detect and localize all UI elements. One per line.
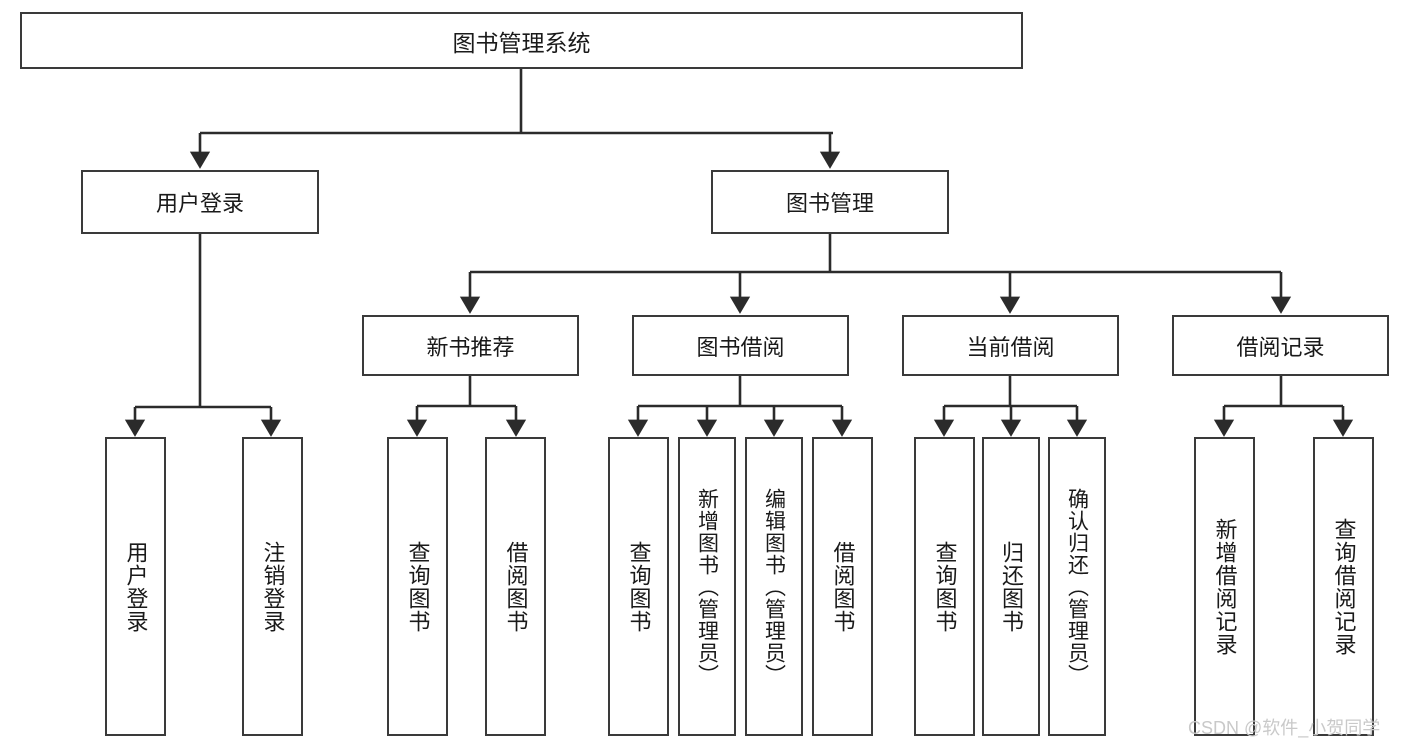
leaf-borrow-book-recommend[interactable]: 借阅图书: [485, 437, 546, 736]
leaf-logout[interactable]: 注销登录: [242, 437, 303, 736]
node-book-borrow-label: 图书借阅: [696, 334, 785, 360]
node-book-management[interactable]: 图书管理: [711, 170, 949, 234]
node-user-login-label: 用户登录: [155, 191, 244, 216]
csdn-watermark: CSDN @软件_小贺同学: [1188, 718, 1381, 738]
leaf-query-borrow-record-label: 查询借阅记录: [1331, 517, 1357, 656]
leaf-confirm-return-admin[interactable]: 确认归还（管理员）: [1048, 437, 1106, 736]
leaf-confirm-return-admin-label: 确认归还（管理员）: [1065, 487, 1089, 686]
leaf-add-book-admin-label: 新增图书（管理员）: [695, 487, 719, 686]
leaf-borrow-book-label: 借阅图书: [830, 540, 856, 633]
leaf-query-borrow-record[interactable]: 查询借阅记录: [1313, 437, 1374, 736]
leaf-query-book-recommend[interactable]: 查询图书: [387, 437, 448, 736]
leaf-query-book-current[interactable]: 查询图书: [914, 437, 975, 736]
node-new-book-recommend-label: 新书推荐: [426, 334, 515, 360]
leaf-user-login[interactable]: 用户登录: [105, 437, 166, 736]
leaf-query-book-borrow[interactable]: 查询图书: [608, 437, 669, 736]
leaf-edit-book-admin[interactable]: 编辑图书（管理员）: [745, 437, 803, 736]
node-root-label: 图书管理系统: [452, 29, 591, 56]
leaf-logout-label: 注销登录: [260, 540, 286, 633]
node-user-login[interactable]: 用户登录: [81, 170, 319, 234]
leaf-query-book-current-label: 查询图书: [932, 540, 958, 633]
node-current-borrow[interactable]: 当前借阅: [902, 315, 1119, 376]
node-root[interactable]: 图书管理系统: [20, 12, 1023, 69]
node-book-borrow[interactable]: 图书借阅: [632, 315, 849, 376]
leaf-edit-book-admin-label: 编辑图书（管理员）: [762, 487, 786, 686]
leaf-borrow-book[interactable]: 借阅图书: [812, 437, 873, 736]
leaf-add-borrow-record[interactable]: 新增借阅记录: [1194, 437, 1255, 736]
leaf-user-login-label: 用户登录: [123, 540, 149, 633]
leaf-add-book-admin[interactable]: 新增图书（管理员）: [678, 437, 736, 736]
leaf-return-book-label: 归还图书: [999, 540, 1024, 633]
leaf-return-book[interactable]: 归还图书: [982, 437, 1040, 736]
leaf-add-borrow-record-label: 新增借阅记录: [1212, 517, 1238, 656]
node-current-borrow-label: 当前借阅: [966, 334, 1055, 360]
node-borrow-record-label: 借阅记录: [1236, 334, 1325, 360]
leaf-query-book-recommend-label: 查询图书: [405, 540, 431, 633]
leaf-query-book-borrow-label: 查询图书: [626, 540, 652, 633]
node-book-management-label: 图书管理: [785, 191, 874, 216]
node-new-book-recommend[interactable]: 新书推荐: [362, 315, 579, 376]
node-borrow-record[interactable]: 借阅记录: [1172, 315, 1389, 376]
leaf-borrow-book-recommend-label: 借阅图书: [503, 540, 529, 633]
